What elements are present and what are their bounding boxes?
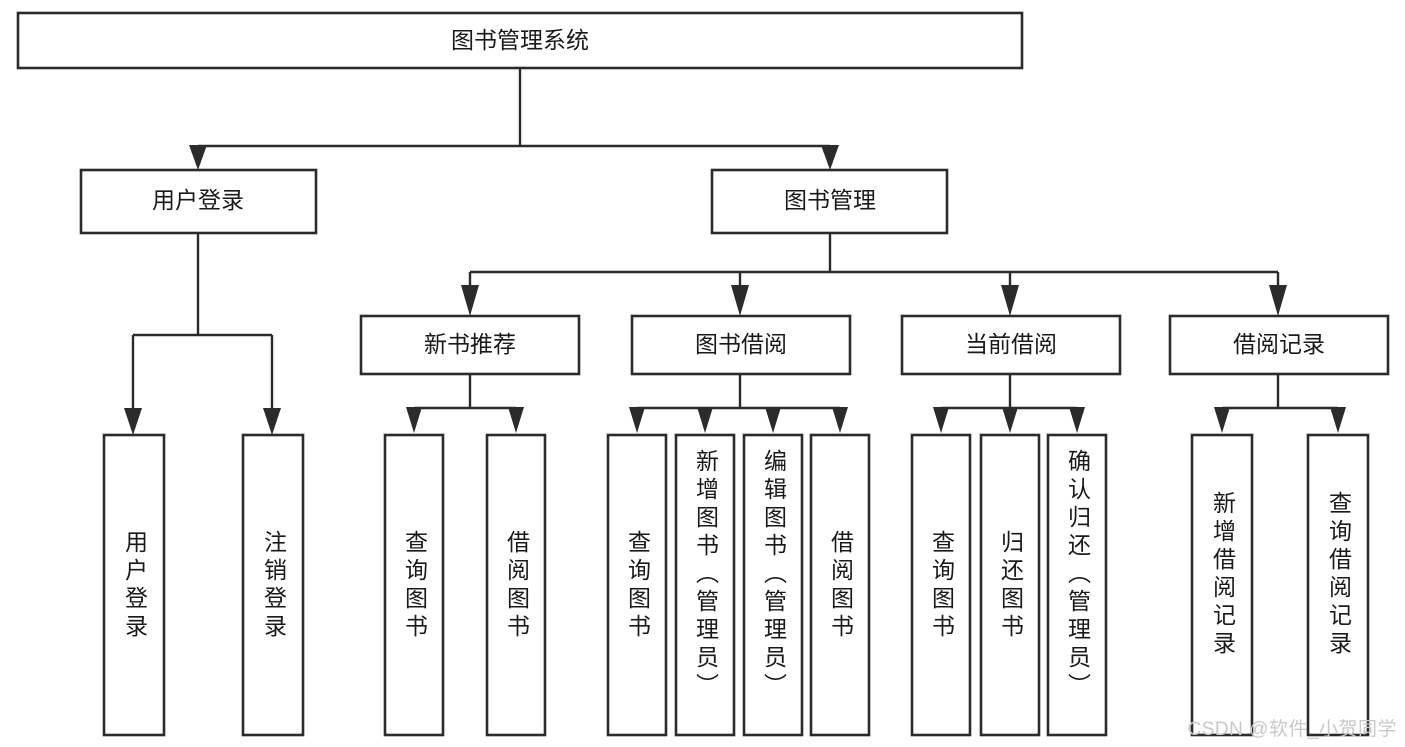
arrow-head-user-login bbox=[189, 145, 207, 170]
node-new-book-recommend-rect[interactable] bbox=[359, 314, 581, 376]
node-new-book-recommend-label: 新书推荐 bbox=[424, 331, 516, 357]
arrow-head-book-borrow-leaf-4 bbox=[832, 407, 848, 433]
leaf-box-borrow-record-2[interactable] bbox=[1306, 433, 1370, 737]
leaf-boxes bbox=[102, 433, 1370, 737]
arrow-head-new-book-leaf-1 bbox=[406, 407, 422, 433]
arrow-head-new-book-leaf-2 bbox=[508, 407, 524, 433]
arrow-head-leaf-user-login-1 bbox=[124, 408, 142, 435]
node-book-borrow-label: 图书借阅 bbox=[695, 331, 787, 357]
leaf-box-current-borrow-3[interactable] bbox=[1046, 433, 1108, 737]
leaf-box-user-login-1[interactable] bbox=[102, 433, 166, 737]
node-user-login[interactable]: 用户登录 bbox=[79, 168, 318, 235]
arrow-head-new-book bbox=[461, 285, 479, 316]
connector-group-root bbox=[189, 68, 839, 170]
leaf-box-borrow-record-1[interactable] bbox=[1190, 433, 1254, 737]
leaf-box-book-borrow-1[interactable] bbox=[606, 433, 668, 737]
arrow-head-current-borrow-leaf-3 bbox=[1069, 407, 1085, 433]
arrow-head-leaf-user-login-2 bbox=[263, 408, 281, 435]
connector-group-user-login bbox=[124, 233, 281, 435]
arrow-head-current-borrow bbox=[1001, 285, 1019, 316]
node-user-login-label: 用户登录 bbox=[152, 187, 244, 213]
leaf-box-book-borrow-4[interactable] bbox=[809, 433, 871, 737]
node-new-book-recommend[interactable]: 新书推荐 bbox=[359, 314, 581, 376]
node-borrow-record[interactable]: 借阅记录 bbox=[1168, 314, 1390, 376]
connector-group-borrow-record bbox=[1214, 374, 1346, 433]
node-book-manage-label: 图书管理 bbox=[784, 187, 876, 213]
arrow-head-borrow-record-leaf-1 bbox=[1214, 407, 1230, 433]
leaf-box-new-book-1[interactable] bbox=[383, 433, 445, 737]
connector-group-book-borrow bbox=[629, 374, 848, 433]
leaf-box-new-book-2[interactable] bbox=[485, 433, 547, 737]
arrow-head-current-borrow-leaf-2 bbox=[1002, 407, 1018, 433]
node-current-borrow[interactable]: 当前借阅 bbox=[900, 314, 1122, 376]
node-root[interactable]: 图书管理系统 bbox=[16, 11, 1024, 70]
leaf-box-book-borrow-3[interactable] bbox=[742, 433, 804, 737]
node-root-label: 图书管理系统 bbox=[451, 27, 589, 53]
leaf-box-current-borrow-1[interactable] bbox=[910, 433, 972, 737]
csdn-watermark: CSDN @软件_小贺同学 bbox=[1187, 719, 1397, 740]
arrow-head-borrow-record-leaf-2 bbox=[1330, 407, 1346, 433]
arrow-head-book-borrow-leaf-1 bbox=[629, 407, 645, 433]
arrow-head-current-borrow-leaf-1 bbox=[933, 407, 949, 433]
node-borrow-record-rect[interactable] bbox=[1168, 314, 1390, 376]
node-book-manage[interactable]: 图书管理 bbox=[710, 168, 949, 235]
node-book-manage-rect[interactable] bbox=[710, 168, 949, 235]
node-book-borrow-rect[interactable] bbox=[630, 314, 852, 376]
arrow-head-book-manage bbox=[821, 145, 839, 170]
leaf-box-user-login-2[interactable] bbox=[241, 433, 305, 737]
node-borrow-record-label: 借阅记录 bbox=[1233, 331, 1325, 357]
node-current-borrow-label: 当前借阅 bbox=[965, 331, 1057, 357]
leaf-box-current-borrow-2[interactable] bbox=[979, 433, 1041, 737]
connector-group-book-manage bbox=[461, 233, 1287, 316]
arrow-head-book-borrow-leaf-2 bbox=[697, 407, 713, 433]
arrow-head-book-borrow bbox=[731, 285, 749, 316]
node-book-borrow[interactable]: 图书借阅 bbox=[630, 314, 852, 376]
arrow-head-borrow-record bbox=[1269, 285, 1287, 316]
connector-group-new-book-recommend bbox=[406, 374, 524, 433]
node-current-borrow-rect[interactable] bbox=[900, 314, 1122, 376]
node-user-login-rect[interactable] bbox=[79, 168, 318, 235]
node-root-rect[interactable] bbox=[16, 11, 1024, 70]
leaf-box-book-borrow-2[interactable] bbox=[674, 433, 736, 737]
arrow-head-book-borrow-leaf-3 bbox=[765, 407, 781, 433]
connector-group-current-borrow bbox=[933, 374, 1085, 433]
